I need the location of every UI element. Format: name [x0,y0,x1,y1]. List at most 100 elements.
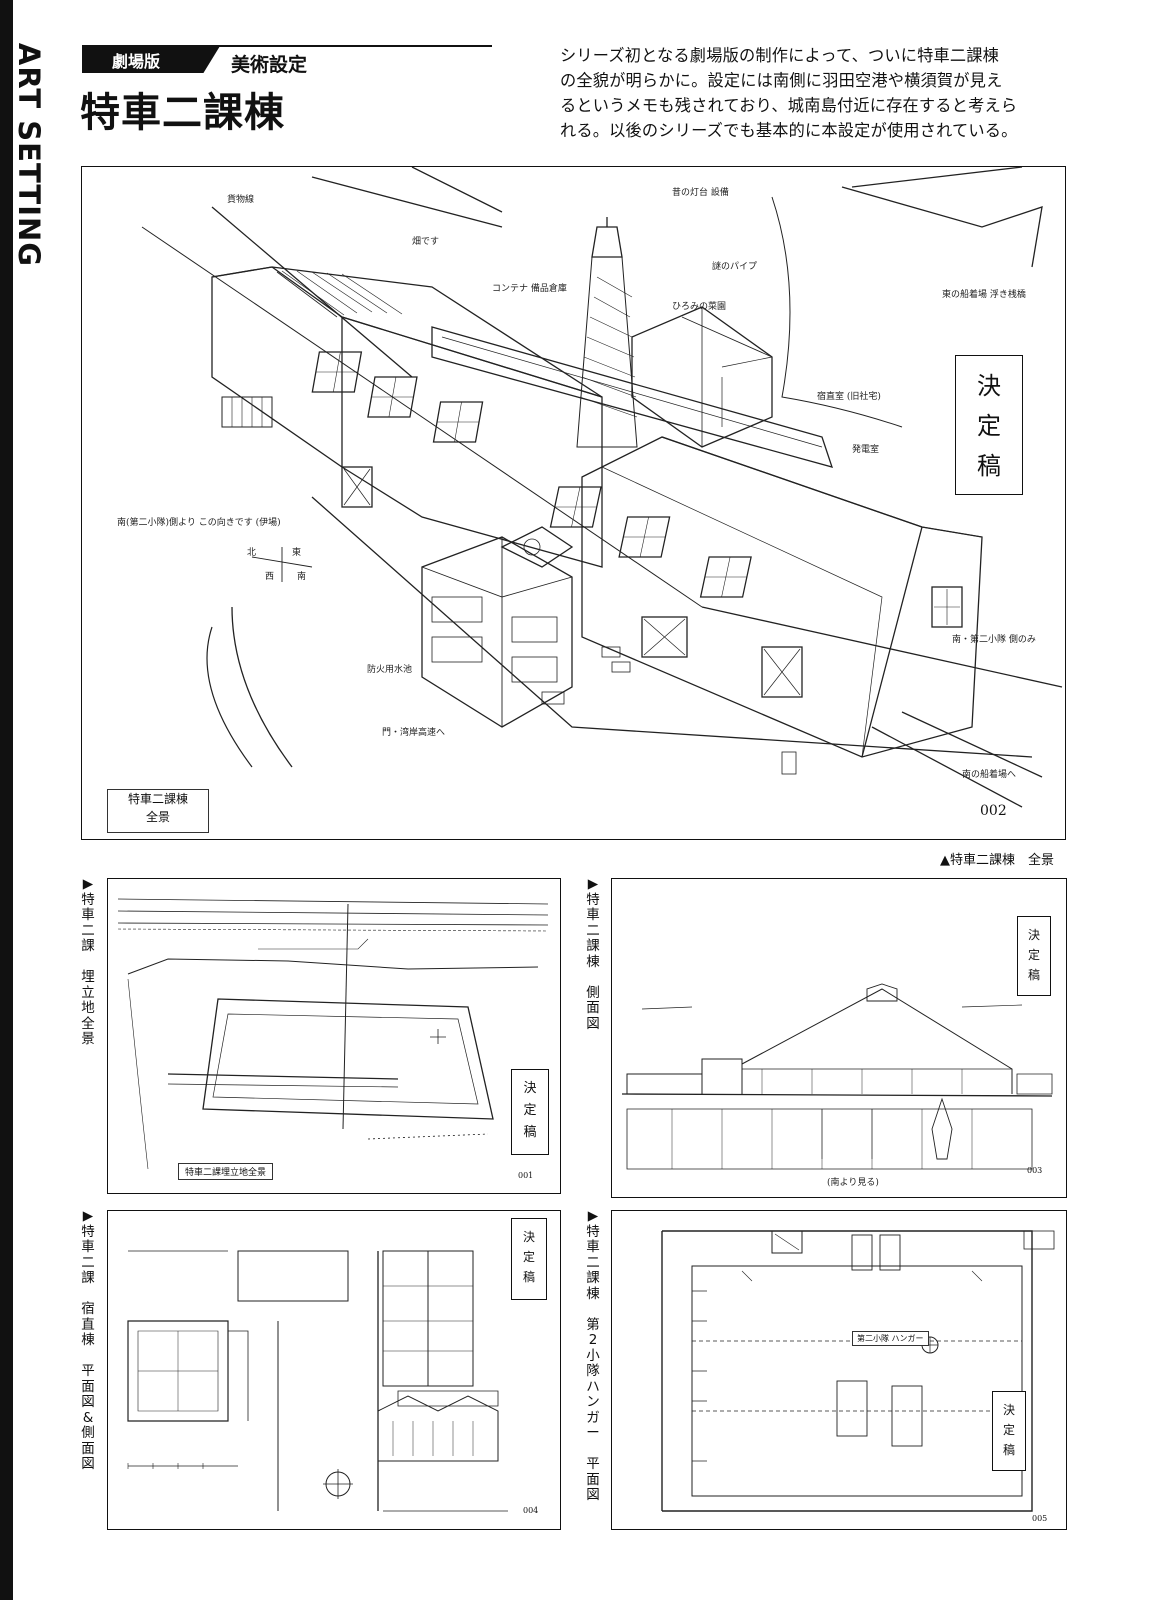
stamp-char: 決 [522,1230,535,1244]
caption-char: ハ [586,1378,600,1395]
caption-char: 二 [81,922,95,939]
panel-caption-side: ▶ 特 車 二 課 棟 側 面 図 [584,876,602,1032]
main-caption: ▲特車二課棟 全景 [940,853,1054,868]
note-garden: ひろみの菜園 [672,302,727,312]
caption-char: 面 [81,1440,95,1457]
side-band [0,0,13,1600]
panel-stamp: 決 定 稿 [1017,916,1051,996]
caption-char: ガ [586,1409,600,1426]
panel-label: (南より見る) [827,1178,879,1188]
compass-south: 南 [297,572,307,582]
caption-char: 面 [586,1471,600,1488]
main-illustration: 貨物線 畑です コンテナ 備品倉庫 昔の灯台 設備 謎のパイプ ひろみの菜園 東… [81,166,1066,840]
caption-char: 2 [588,1332,598,1348]
figure-label: 特車二課棟 全景 [107,789,209,833]
caption-char: 平 [586,1456,600,1472]
intro-line: れる。以後のシリーズでも基本的に本設定が使用されている。 [560,121,1018,140]
panel-side-view: 決 定 稿 (南より見る) 003 [611,878,1067,1198]
stamp-char: 決 [1027,928,1040,942]
stamp-char: 定 [522,1250,535,1264]
caption-char: 棟 [586,953,600,970]
section-subtitle: 美術設定 [231,54,308,76]
caption-char: & [82,1409,94,1426]
caption-char: 平 [81,1363,95,1379]
header-rule [82,45,492,47]
caption-char: 二 [586,1254,600,1271]
final-draft-stamp: 決 定 稿 [955,355,1023,495]
caption-char: 特 [81,891,95,908]
caption-char: 課 [81,1270,95,1286]
caption-char: 車 [81,1239,95,1255]
page-title: 特車二課棟 [80,90,285,136]
caption-char: 宿 [81,1301,95,1317]
caption-char: 側 [81,1425,95,1441]
caption-char: 課 [586,1270,600,1286]
panel-hangar: 第二小隊 ハンガー 決 定 稿 005 [611,1210,1067,1530]
caption-char: 第 [586,1316,600,1333]
caption-char [584,1302,602,1318]
caption-char [79,955,97,971]
panel-number: 005 [1032,1514,1048,1523]
stamp-char: 稿 [523,1125,537,1140]
intro-line: るというメモも残されており、城南島付近に存在すると考えら [560,96,1018,115]
caption-char: 図 [81,1456,95,1472]
caption-char: ▶ [587,876,599,892]
section-badge: 劇場版 [82,46,220,73]
stamp-char: 決 [977,372,1001,400]
side-view-sketch [621,983,1053,1170]
caption-char: 特 [586,1223,600,1240]
note-tower: 昔の灯台 設備 [672,188,729,198]
stamp-char: 決 [523,1081,537,1096]
stamp-char: 定 [1027,948,1040,962]
stamp-char: 決 [1002,1403,1015,1417]
stamp-char: 稿 [522,1270,535,1284]
panel-number: 003 [1027,1166,1043,1175]
caption-char: ー [586,1425,600,1441]
caption-char: 埋 [81,969,95,985]
caption-char: 車 [586,1239,600,1255]
building-sketch [141,167,1063,808]
note-railyard: 貨物線 [227,195,255,205]
caption-char: 図 [81,1394,95,1410]
caption-char: 小 [586,1347,600,1364]
caption-char: ▶ [82,876,94,892]
panel-number: 004 [523,1506,539,1515]
caption-char: 面 [586,1000,600,1016]
side-title: ART SETTING [12,40,46,270]
note-quarters: 宿直室 (旧社宅) [817,392,881,402]
compass-west: 西 [265,572,275,582]
panel-stamp: 決 定 稿 [511,1069,549,1155]
caption-char: 車 [81,907,95,923]
stamp-char: 定 [977,412,1001,440]
figure-label-line: 特車二課棟 [127,792,188,806]
intro-line: の全貌が明らかに。設定には南側に羽田空港や横須賀が見え [560,71,1003,90]
caption-char: ▶ [587,1208,599,1224]
panel-quarters: 決 定 稿 004 [107,1210,561,1530]
stamp-char: 定 [1002,1423,1015,1437]
caption-char: 二 [81,1254,95,1271]
caption-char: 課 [586,938,600,954]
figure-number: 002 [980,803,1007,819]
panel-stamp: 決 定 稿 [992,1391,1026,1471]
figure-label-line: 全景 [145,810,170,824]
panel-number: 001 [518,1171,534,1180]
side-title-text: ART SETTING [12,42,46,268]
caption-char: 二 [586,922,600,939]
note-field: 畑です [412,237,440,247]
caption-char [79,1349,97,1365]
panel-caption-quarters: ▶ 特 車 二 課 宿 直 棟 平 面 図 & 側 面 図 [79,1208,97,1473]
intro-text: シリーズ初となる劇場版の制作によって、ついに特車二課棟 の全貌が明らかに。設定に… [560,43,1075,143]
stamp-char: 稿 [977,452,1001,480]
note-pipe: 謎のパイプ [712,262,758,272]
caption-char: 図 [586,1487,600,1503]
caption-char: 図 [586,1015,600,1032]
note-hangar-door: 南・第二小隊 側のみ [952,635,1036,645]
caption-char: 隊 [586,1363,600,1379]
panel-stamp: 決 定 稿 [511,1218,547,1300]
stamp-char: 稿 [1002,1443,1015,1457]
panel-label: 特車二課埋立地全景 [178,1163,274,1180]
note-power: 発電室 [852,445,880,455]
compass-north: 北 [247,548,257,558]
note-fire: 防火用水池 [367,665,413,675]
caption-char: 面 [81,1378,95,1395]
